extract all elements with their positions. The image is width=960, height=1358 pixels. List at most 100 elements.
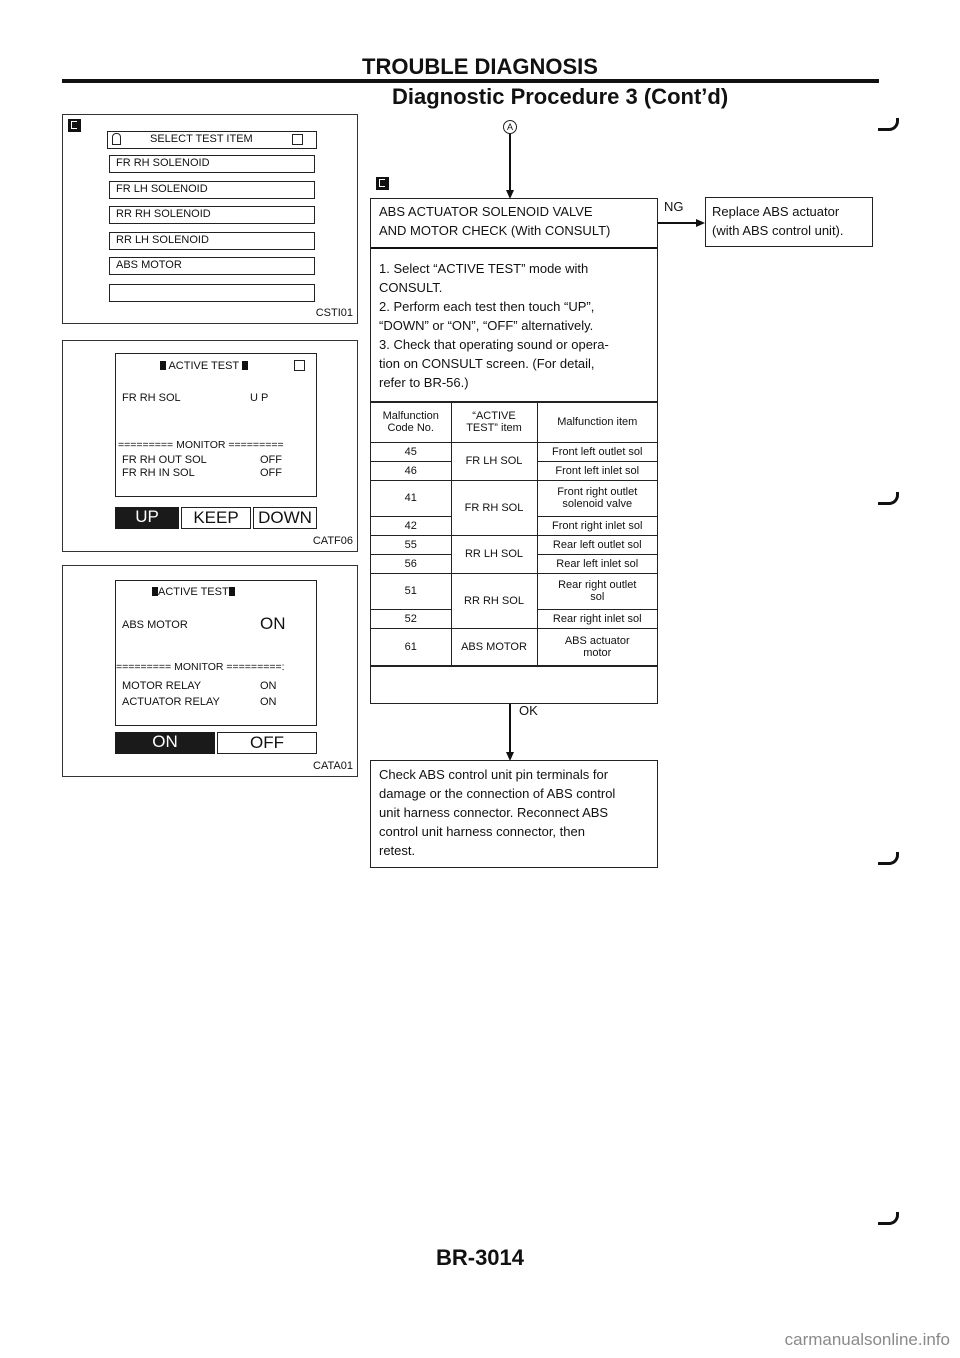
code-cell: 42 (371, 515, 452, 536)
hand-pointer-icon (112, 133, 121, 145)
final-line: unit harness connector. Reconnect ABS (379, 805, 609, 820)
consult-screen: ACTIVE TEST FR RH SOL U P ========= MONI… (115, 353, 317, 497)
item-cell: RR LH SOL (450, 534, 538, 574)
page-title: TROUBLE DIAGNOSIS (362, 54, 598, 79)
procedure-title-line2: AND MOTOR CHECK (With CONSULT) (379, 223, 611, 238)
step-line: refer to BR-56.) (379, 375, 469, 390)
test-item-abs-motor[interactable]: ABS MOTOR (109, 257, 315, 275)
flow-line (509, 704, 511, 756)
arrow-right-icon (696, 219, 705, 227)
bullet-icon (152, 587, 158, 596)
final-line: retest. (379, 843, 416, 858)
figure-code: CSTI01 (315, 307, 353, 319)
step-line: tion on CONSULT screen. (For detail, (379, 356, 595, 371)
consult-key-icon (376, 177, 389, 190)
on-button[interactable]: ON (115, 732, 215, 754)
up-button[interactable]: UP (115, 507, 179, 529)
down-button[interactable]: DOWN (253, 507, 317, 529)
active-test-solenoid-panel: ACTIVE TEST FR RH SOL U P ========= MONI… (62, 340, 358, 552)
ok-label: OK (519, 703, 538, 718)
code-cell: 61 (371, 627, 452, 667)
item-cell: FR LH SOL (450, 441, 538, 481)
active-test-motor-panel: ACTIVE TEST ABS MOTOR ON ========= MONIT… (62, 565, 358, 777)
monitor-row-label: ACTUATOR RELAY (122, 696, 220, 708)
item-cell: ABS MOTOR (450, 627, 538, 667)
malfunction-cell: Rear left inlet sol (536, 553, 657, 574)
consult-screen: ACTIVE TEST ABS MOTOR ON ========= MONIT… (115, 580, 317, 726)
select-header-label: SELECT TEST ITEM (150, 133, 253, 145)
item-cell: RR RH SOL (450, 572, 538, 629)
malfunction-cell: Rear left outlet sol (536, 534, 657, 555)
check-terminals-box: Check ABS control unit pin terminals for… (370, 760, 658, 868)
select-test-item-panel: SELECT TEST ITEM FR RH SOLENOID FR LH SO… (62, 114, 358, 324)
table-row: 55 RR LH SOL Rear left outlet sol (371, 534, 657, 574)
figure-code: CATF06 (312, 535, 353, 547)
select-header-bar: SELECT TEST ITEM (107, 131, 317, 149)
arrow-down-icon (506, 752, 514, 761)
table-row: 45 FR LH SOL Front left outlet sol (371, 441, 657, 481)
monitor-row-value: ON (260, 680, 277, 692)
ng-label: NG (664, 199, 684, 214)
procedure-title-line1: ABS ACTUATOR SOLENOID VALVE (379, 204, 593, 219)
test-item-value: ON (260, 614, 286, 633)
replace-actuator-box: Replace ABS actuator (with ABS control u… (705, 197, 873, 247)
monitor-row-label: FR RH OUT SOL (122, 454, 207, 466)
arrow-down-icon (506, 190, 514, 199)
bullet-icon (228, 587, 235, 596)
consult-key-icon (68, 119, 81, 132)
connector-a-icon: A (503, 120, 517, 134)
header-cell: Malfunction item (536, 401, 657, 443)
step-line: 3. Check that operating sound or opera- (379, 337, 609, 352)
test-item-fr-lh[interactable]: FR LH SOLENOID (109, 181, 315, 199)
test-item-value: U P (250, 392, 269, 404)
code-cell: 52 (371, 608, 452, 629)
monitor-row-label: MOTOR RELAY (122, 680, 202, 692)
step-line: 1. Select “ACTIVE TEST” mode with (379, 261, 589, 276)
procedure-box: ABS ACTUATOR SOLENOID VALVE AND MOTOR CH… (370, 198, 658, 704)
test-item-rr-lh[interactable]: RR LH SOLENOID (109, 232, 315, 250)
screen-box-icon (294, 360, 305, 371)
divider (371, 247, 657, 249)
malfunction-cell: Front right inlet sol (536, 515, 657, 536)
figure-code: CATA01 (313, 760, 353, 772)
final-line: control unit harness connector, then (379, 824, 585, 839)
step-line: CONSULT. (379, 280, 443, 295)
flow-line (509, 134, 511, 192)
watermark: carmanualsonline.info (784, 1330, 950, 1349)
code-cell: 45 (371, 441, 452, 462)
table-row: 56 Rear left inlet sol (371, 553, 657, 574)
code-cell: 56 (371, 553, 452, 574)
code-cell: 51 (371, 572, 452, 610)
test-item-blank[interactable] (109, 284, 315, 302)
test-item-fr-rh[interactable]: FR RH SOLENOID (109, 155, 315, 173)
monitor-header: ========= MONITOR ========= (118, 439, 284, 451)
screen-title: ACTIVE TEST (160, 360, 249, 372)
final-line: Check ABS control unit pin terminals for (379, 767, 609, 782)
screen-title: ACTIVE TEST (152, 586, 235, 598)
final-line: damage or the connection of ABS control (379, 786, 616, 801)
bullet-icon (242, 361, 249, 370)
monitor-row-value: OFF (260, 467, 282, 479)
screen-title-text: ACTIVE TEST (158, 586, 229, 598)
off-button[interactable]: OFF (217, 732, 317, 754)
malfunction-cell: Front left inlet sol (536, 460, 657, 481)
keep-button[interactable]: KEEP (181, 507, 251, 529)
header-rule (62, 79, 879, 83)
margin-tick-mark (878, 852, 899, 865)
ng-result-line2: (with ABS control unit). (712, 223, 844, 238)
page-number: BR-3014 (435, 1245, 525, 1270)
margin-tick-mark (878, 118, 899, 131)
table-row: 46 Front left inlet sol (371, 460, 657, 481)
test-item-name: FR RH SOL (122, 392, 181, 404)
code-cell: 46 (371, 460, 452, 481)
test-item-rr-rh[interactable]: RR RH SOLENOID (109, 206, 315, 224)
code-cell: 41 (371, 479, 452, 517)
